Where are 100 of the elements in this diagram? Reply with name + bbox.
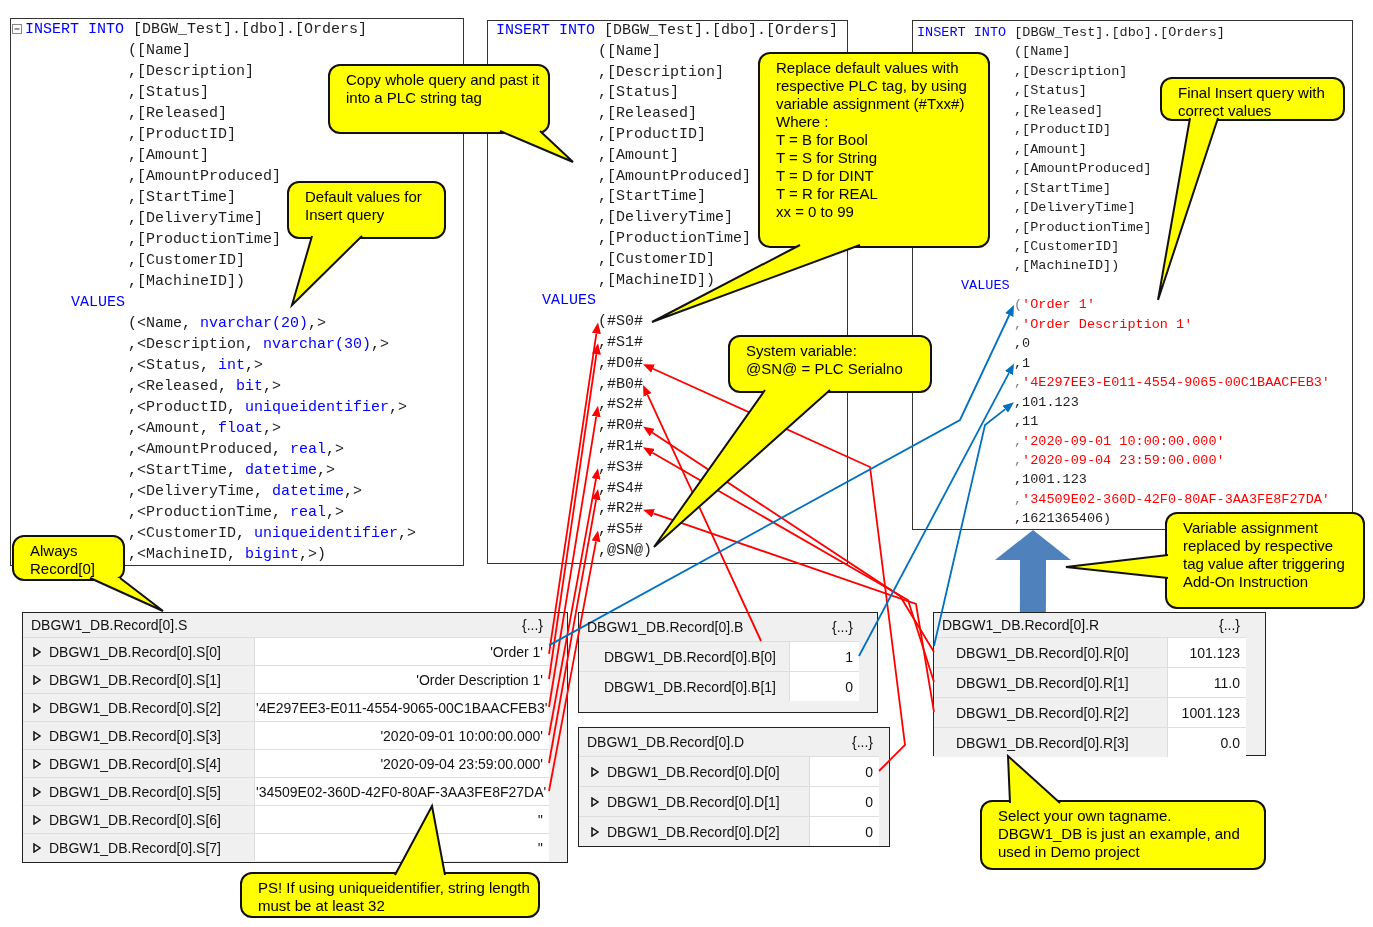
value-text: {...} bbox=[520, 616, 543, 635]
code-line: ,[AmountProduced] bbox=[598, 166, 752, 187]
code-line: ,1 bbox=[1014, 353, 1031, 374]
arrow bbox=[548, 530, 601, 792]
code-line: INSERT INTO [DBGW_Test].[dbo].[Orders] bbox=[917, 24, 1225, 42]
code-line: ,[CustomerID] bbox=[1014, 238, 1120, 256]
code-line: ,'4E297EE3-E011-4554-9065-00C1BAACFEB3' bbox=[1014, 373, 1330, 393]
code-line: ,'2020-09-01 10:00:00.000' bbox=[1014, 431, 1225, 451]
callout-text: Always Record[0] bbox=[30, 542, 97, 578]
tag-name: DBGW1_DB.Record[0].R[2] bbox=[956, 704, 1129, 723]
tag-name: DBGW1_DB.Record[0].D[1] bbox=[607, 793, 780, 812]
callout-text: xx = 0 to 99 bbox=[776, 203, 855, 221]
code-line: ,[Status] bbox=[598, 83, 679, 104]
code-line: ([Name] bbox=[1014, 43, 1071, 62]
tag-name: DBGW1_DB.Record[0].S[5] bbox=[49, 783, 221, 802]
code-line: ,[DeliveryTime] bbox=[1014, 199, 1136, 218]
table-row bbox=[23, 637, 549, 665]
code-line: ,#R1# bbox=[598, 436, 643, 458]
code-line: ,#S1# bbox=[598, 332, 643, 354]
value-text: {...} bbox=[850, 733, 873, 752]
code-line: ,[Description] bbox=[128, 62, 255, 82]
callout-text: T = R for REAL bbox=[776, 185, 879, 203]
tag-name: DBGW1_DB.Record[0].B[0] bbox=[604, 648, 776, 667]
tag-name: DBGW1_DB.Record[0].S[2] bbox=[49, 699, 221, 718]
code-line: (<Name, nvarchar(20),> bbox=[128, 314, 327, 334]
tag-table bbox=[578, 727, 890, 847]
arrow bbox=[548, 488, 601, 764]
table-row bbox=[23, 721, 549, 749]
arrow bbox=[643, 384, 762, 642]
callout-text: Variable assignment replaced by respective tag value after triggering Add-On Instruction bbox=[1183, 519, 1346, 591]
code-line: ,[Description] bbox=[1014, 62, 1128, 81]
tag-value: '' bbox=[536, 839, 543, 858]
arrow bbox=[642, 447, 935, 683]
tag-name: DBGW1_DB.Record[0].B[1] bbox=[604, 678, 776, 697]
tag-value: 0 bbox=[864, 763, 873, 782]
tag-value: 101.123 bbox=[1188, 644, 1240, 663]
code-line: ,#R2# bbox=[598, 499, 643, 521]
callout-box bbox=[12, 535, 125, 581]
code-line: ,[StartTime] bbox=[598, 187, 707, 208]
code-line: ,<Released, bit,> bbox=[128, 377, 282, 397]
tag-value: 'Order 1' bbox=[489, 643, 543, 662]
code-line: ,<Description, nvarchar(30),> bbox=[128, 335, 390, 355]
code-line: ,1001.123 bbox=[1014, 470, 1087, 490]
code-line: ,[Amount] bbox=[598, 145, 679, 166]
tag-value: '' bbox=[536, 811, 543, 830]
code-line: ,#B0# bbox=[598, 374, 643, 396]
code-line: ,[AmountProduced] bbox=[128, 167, 282, 187]
callout-box bbox=[1160, 77, 1345, 121]
code-line: ,101.123 bbox=[1014, 392, 1079, 413]
table-row bbox=[23, 777, 549, 805]
code-line: ,[Released] bbox=[598, 104, 698, 125]
code-line: ,[AmountProduced] bbox=[1014, 160, 1152, 179]
code-line: ,[Status] bbox=[1014, 82, 1087, 101]
tag-table bbox=[22, 612, 568, 863]
table-row bbox=[23, 693, 549, 721]
arrow bbox=[643, 509, 935, 713]
arrow bbox=[548, 305, 1014, 647]
code-line: ,#S3# bbox=[598, 457, 643, 479]
code-line: ,'2020-09-04 23:59:00.000' bbox=[1014, 450, 1225, 471]
code-line: ,<Amount, float,> bbox=[128, 419, 282, 439]
table-row bbox=[934, 727, 1246, 757]
tag-value: 11.0 bbox=[1212, 674, 1240, 693]
code-line: ,[ProductID] bbox=[598, 125, 707, 145]
code-line: ,#D0# bbox=[598, 353, 643, 375]
code-line: VALUES bbox=[542, 291, 596, 312]
tag-name: DBGW1_DB.Record[0].R[0] bbox=[956, 644, 1129, 663]
code-line: ,1621365406) bbox=[1014, 509, 1112, 529]
arrow bbox=[548, 468, 601, 736]
code-line: ,[ProductID] bbox=[128, 125, 237, 145]
code-line: ,[DeliveryTime] bbox=[598, 208, 734, 229]
tag-name: DBGW1_DB.Record[0].S[4] bbox=[49, 755, 221, 774]
code-line: ,<StartTime, datetime,> bbox=[128, 461, 336, 481]
value-text: {...} bbox=[1217, 616, 1240, 635]
code-line: ,[CustomerID] bbox=[128, 251, 246, 271]
callout-text: DBGW1_DB is just an example, and used in Demo project bbox=[998, 825, 1241, 861]
code-line: ,[Released] bbox=[128, 104, 228, 124]
code-line: ([Name] bbox=[598, 41, 661, 62]
arrow bbox=[858, 363, 1015, 657]
tag-value: 0 bbox=[864, 793, 873, 812]
code-line: ,'34509E02-360D-42F0-80AF-3AA3FE8F27DA' bbox=[1014, 489, 1330, 510]
tag-name: DBGW1_DB.Record[0].S[3] bbox=[49, 727, 221, 746]
tag-value: 0 bbox=[864, 823, 873, 842]
code-line: ,[MachineID]) bbox=[1014, 257, 1120, 276]
table-header-text: DBGW1_DB.Record[0].B bbox=[587, 618, 744, 637]
callout-text: Select your own tagname. bbox=[998, 807, 1173, 825]
arrow bbox=[643, 364, 906, 772]
tag-value: 1 bbox=[844, 648, 853, 667]
tag-table bbox=[578, 612, 878, 713]
code-line: ,[ProductionTime] bbox=[1014, 218, 1152, 237]
tag-value: 1001.123 bbox=[1180, 704, 1240, 723]
callout-text: Copy whole query and past it into a PLC string tag bbox=[346, 71, 540, 107]
code-line: ,[Amount] bbox=[1014, 140, 1087, 159]
code-line: ,[Description] bbox=[598, 62, 725, 83]
table-row bbox=[23, 805, 549, 833]
code-line: ,0 bbox=[1014, 334, 1031, 354]
code-line: ,[ProductID] bbox=[1014, 121, 1112, 140]
code-line: ,<ProductID, uniqueidentifier,> bbox=[128, 398, 408, 418]
table-row bbox=[23, 833, 549, 861]
tag-name: DBGW1_DB.Record[0].S[0] bbox=[49, 643, 221, 662]
table-header-text: DBGW1_DB.Record[0].S bbox=[31, 616, 188, 635]
